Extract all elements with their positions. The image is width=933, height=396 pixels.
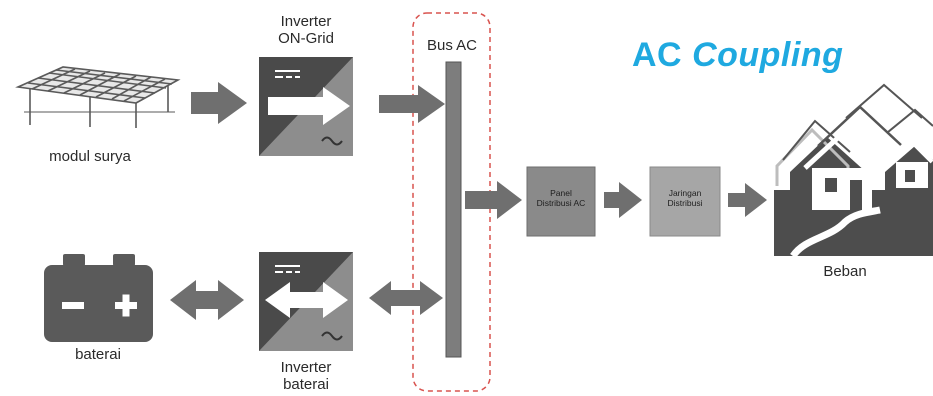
panel-line1: Panel — [550, 188, 572, 198]
title-italic: Coupling — [692, 36, 844, 74]
panel-line2: Distribusi AC — [536, 198, 586, 208]
arrow-battery-inverter — [170, 280, 244, 320]
inverter-ongrid-label: Inverter ON-Grid — [256, 13, 356, 47]
jaringan-line2: Distribusi — [667, 198, 703, 208]
title-plain: AC — [632, 36, 683, 74]
arrow-panel-to-jaringan — [604, 182, 642, 218]
bus-bar — [445, 61, 462, 358]
arrow-inverter-to-bus — [379, 85, 445, 123]
solar-panel-icon — [15, 66, 181, 128]
bus-label: Bus AC — [426, 37, 478, 54]
solar-label: modul surya — [49, 148, 131, 165]
arrow-bus-to-panel — [465, 181, 522, 219]
jaringan-distribusi-box — [649, 166, 721, 237]
jaringan-distribusi-label: Jaringan Distribusi — [650, 188, 720, 208]
inverter-ongrid-line1: Inverter — [280, 13, 332, 30]
inverter-battery-icon — [259, 252, 353, 351]
arrow-inverter-battery-bus — [369, 281, 443, 315]
panel-distribusi-label: Panel Distribusi AC — [527, 188, 595, 208]
battery-label: baterai — [75, 346, 121, 363]
inverter-battery-line2: baterai — [283, 376, 329, 393]
jaringan-line1: Jaringan — [668, 188, 702, 198]
battery-icon — [44, 254, 153, 342]
arrow-solar-to-inverter — [191, 82, 247, 124]
houses-icon — [774, 83, 933, 259]
inverter-battery-label: Inverter baterai — [256, 359, 356, 393]
panel-distribusi-box — [526, 166, 596, 237]
inverter-ongrid-icon — [259, 57, 353, 156]
load-label: Beban — [823, 263, 867, 280]
inverter-battery-line1: Inverter — [280, 359, 332, 376]
arrow-jaringan-to-load — [728, 183, 767, 217]
diagram-title: AC Coupling — [632, 36, 843, 75]
inverter-ongrid-line2: ON-Grid — [278, 30, 334, 47]
